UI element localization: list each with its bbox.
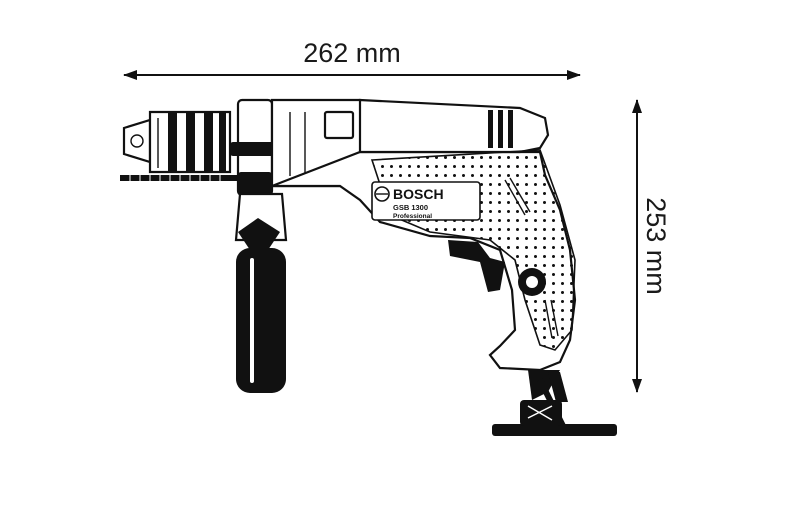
handle-lines bbox=[504, 177, 559, 339]
trigger bbox=[448, 240, 505, 292]
width-dimension: 262 mm bbox=[123, 38, 581, 80]
height-dimension-label: 253 mm bbox=[641, 197, 671, 295]
auxiliary-handle bbox=[234, 192, 288, 393]
model-name: GSB 1300 bbox=[393, 203, 428, 212]
product-line: Professional bbox=[393, 213, 432, 220]
height-dimension: 253 mm bbox=[632, 99, 671, 393]
brand-name: BOSCH bbox=[393, 186, 444, 202]
motor-housing bbox=[358, 98, 550, 154]
handle-collar bbox=[230, 98, 280, 197]
brand-badge: BOSCH GSB 1300 Professional bbox=[371, 181, 481, 221]
drill-illustration: BOSCH GSB 1300 Professional bbox=[120, 98, 617, 436]
bosch-logo-icon bbox=[374, 186, 390, 202]
speed-knob bbox=[518, 268, 546, 296]
chuck-key bbox=[492, 372, 617, 436]
width-dimension-label: 262 mm bbox=[303, 38, 401, 68]
chuck bbox=[122, 110, 232, 174]
